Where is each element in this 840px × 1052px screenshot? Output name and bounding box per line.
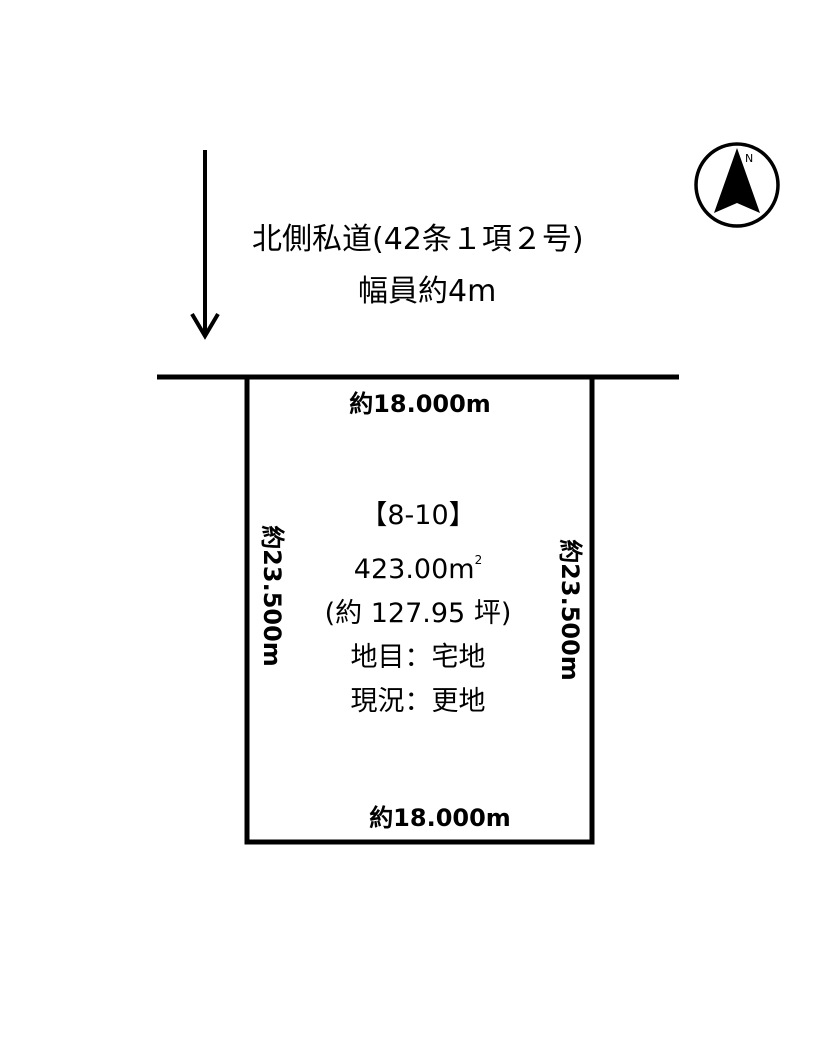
lot-info: 【8-10】 423.00m2 (約 127.95 坪) 地目：宅地 現況：更地	[300, 494, 536, 724]
lot-area-value: 423.00m	[353, 554, 475, 585]
dimension-left: 約23.500m	[258, 525, 286, 667]
lot-current-status: 現況：更地	[350, 686, 486, 717]
north-compass-icon: N	[694, 142, 780, 228]
road-label-width: 幅員約4m	[358, 274, 497, 309]
dimension-bottom: 約18.000m	[369, 804, 511, 832]
lot-area-tsubo: (約 127.95 坪)	[324, 598, 512, 629]
road-arrow	[190, 150, 220, 340]
lot-boundary	[244, 377, 595, 845]
dimension-right: 約23.500m	[556, 539, 584, 681]
lot-id: 【8-10】	[360, 500, 476, 531]
road-label-type: 北側私道(42条１項２号)	[252, 222, 584, 257]
lot-area: 423.00m2	[300, 538, 536, 592]
dimension-top: 約18.000m	[349, 390, 491, 418]
lot-land-category: 地目：宅地	[350, 642, 486, 673]
lot-area-unit-superscript: 2	[474, 553, 483, 567]
compass-north-letter: N	[745, 152, 753, 165]
